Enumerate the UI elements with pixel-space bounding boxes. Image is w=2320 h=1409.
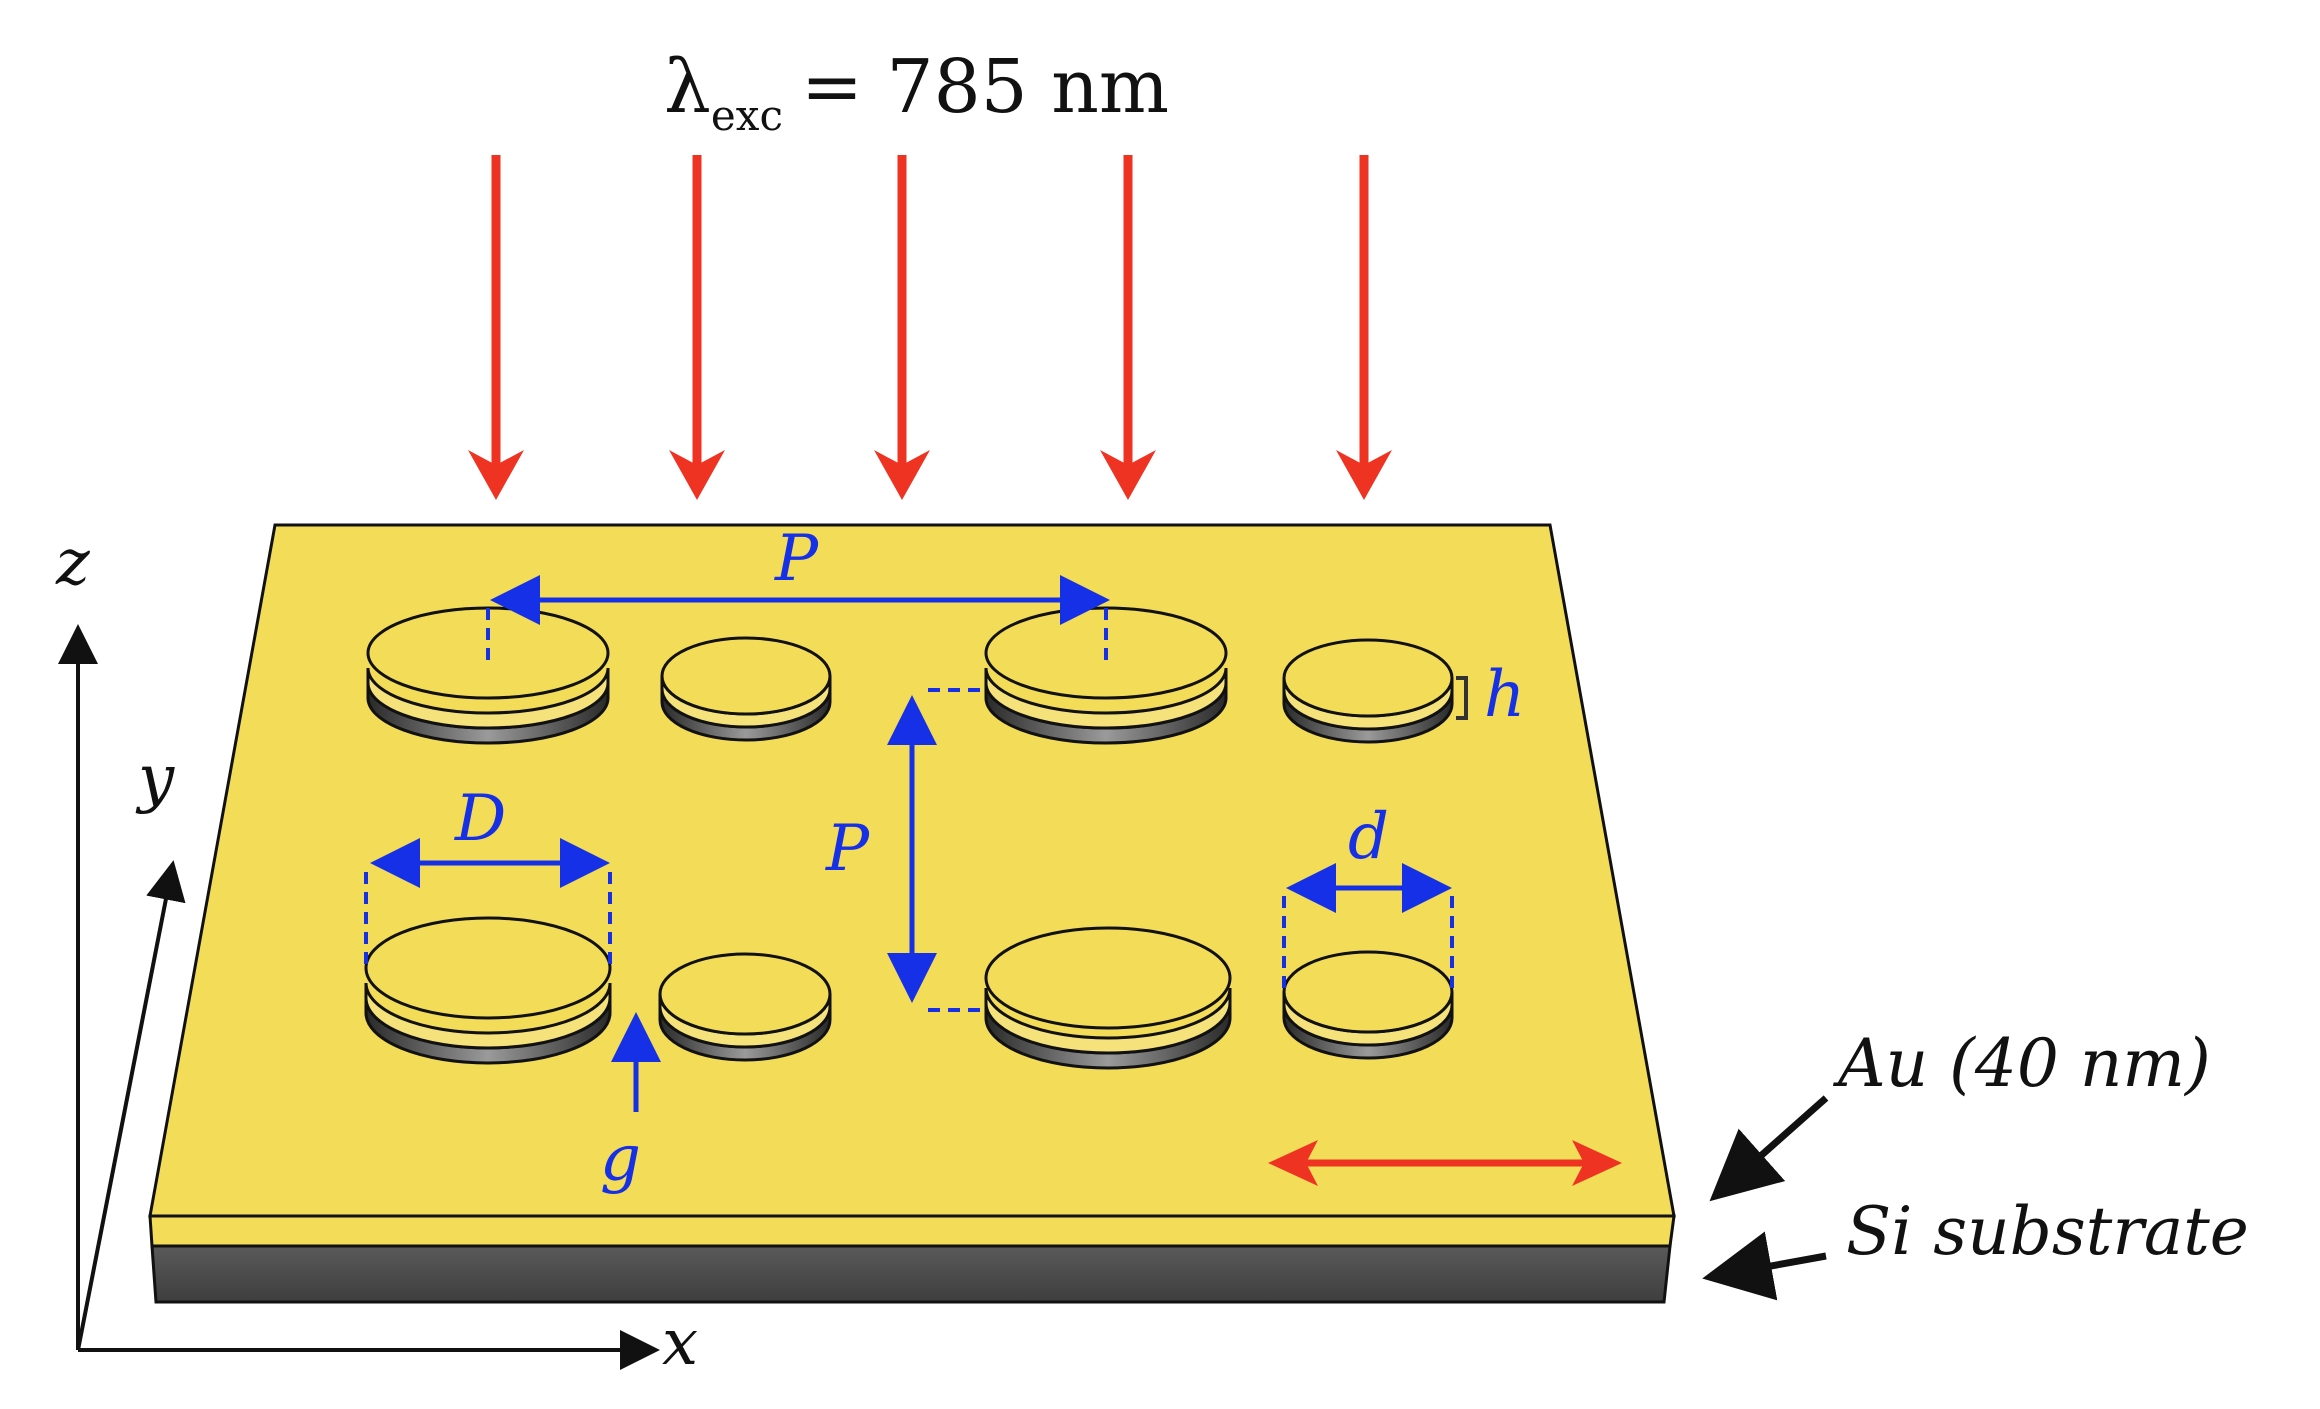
arrow-down-icon [1336,155,1392,500]
axis-y-label: y [135,742,175,816]
height-label: h [1484,658,1525,732]
small-disk-r1c2 [660,636,832,742]
arrow-down-icon [1100,155,1156,500]
substrate-label: Si substrate [1846,1193,2249,1270]
height-bracket [1456,676,1468,720]
excitation-wavelength-label: λexc = 785 nm [664,44,1169,140]
axis-y-line [76,860,186,1351]
layer-callouts [1702,1095,1829,1301]
large-disk-r2c1 [364,916,612,1065]
period-horizontal-label: P [774,522,819,596]
small-diameter-label: d [1348,800,1389,874]
large-disk-r2c3 [984,926,1232,1070]
si-substrate-side [150,1244,1672,1304]
small-disk-r1c4 [1282,638,1454,744]
gold-callout-arrow [1709,1095,1829,1202]
small-disk-r2c2 [658,952,832,1062]
period-vertical-label: P [825,812,870,886]
substrate-callout-arrow [1702,1231,1827,1301]
dimension-annotations [364,575,1454,1112]
lambda-subscript: exc [711,91,783,140]
incident-arrows [468,155,1392,500]
nanodisk-array [364,606,1454,1070]
gold-layer-label: Au (40 nm) [1832,1025,2211,1102]
double-arrow-icon [1268,1140,1622,1186]
lambda-symbol: λ [664,44,711,130]
arrow-down-icon [669,155,725,500]
small-disk-r2c4 [1282,950,1454,1060]
coordinate-axes [58,624,660,1370]
axis-x-label: x [662,1306,698,1380]
gold-film-side [148,1214,1676,1248]
arrow-down-icon [874,155,930,500]
wavelength-value: = 785 nm [801,44,1169,130]
arrow-down-icon [468,155,524,500]
large-diameter-label: D [454,782,506,856]
axis-z-label: z [55,526,91,600]
gap-label: g [600,1122,641,1196]
